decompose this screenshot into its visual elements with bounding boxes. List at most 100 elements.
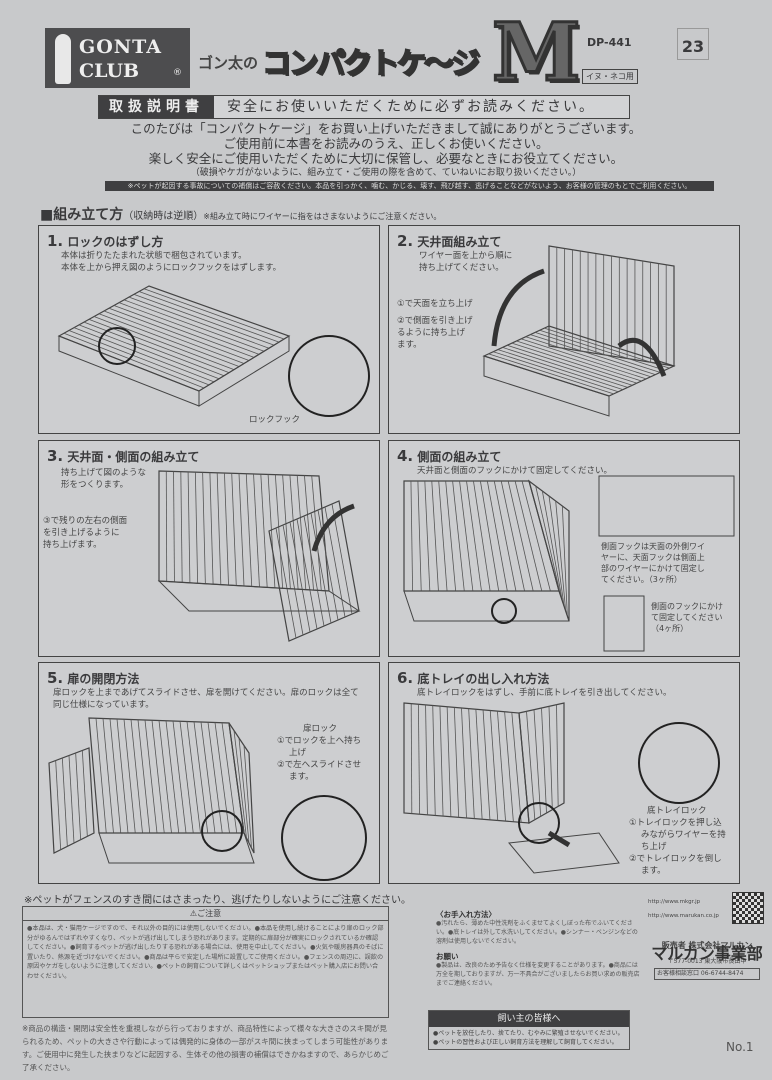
wire-bar — [73, 327, 215, 383]
company-brand: マルカン事業部 — [651, 944, 763, 963]
intro-text: このたびは「コンパクトケージ」をお買い上げいただきまして誠にありがとうございます… — [0, 121, 772, 181]
highlight-circle — [201, 810, 243, 852]
wire-bar — [274, 474, 284, 589]
wire-bar — [275, 527, 297, 639]
wire-bar — [224, 473, 229, 586]
wire-bar — [521, 480, 551, 592]
detail-inset — [603, 595, 645, 652]
wire-bar — [289, 521, 311, 633]
step-desc: 本体は折りたたまれた状態で梱包されています。本体を上から押え図のようにロックフッ… — [61, 251, 282, 273]
intro-line: 楽しく安全にご使用いただくために大切に保管し、必要なときにお役立てください。 — [148, 151, 624, 166]
step-4-panel: 4. 側面の組み立て 天井面と側面のフックにかけて固定してください。 側面フック… — [388, 440, 740, 657]
wire-bar — [173, 471, 175, 582]
wire-bar — [209, 472, 214, 585]
wire-bar — [555, 500, 567, 612]
caution-body: ●本品は、犬・猫用ケージですので、それ以外の目的には使用しないでください。●本品… — [27, 925, 384, 980]
wire-bar — [78, 324, 220, 380]
wire-bar — [493, 480, 517, 592]
wire-bar — [493, 351, 619, 393]
wire-bar — [516, 340, 642, 382]
assembly-heading-note: ※組み立て時にワイヤーに指をはさまないようにご注意ください。 — [203, 212, 442, 221]
wire-bar — [233, 730, 247, 839]
wire-bar — [95, 718, 107, 834]
arrow-icon — [491, 268, 545, 347]
wire-bar — [214, 722, 230, 834]
wire-bar — [507, 344, 633, 386]
intro-line: ご使用前に本書をお読みのうえ、正しくお使いください。 — [223, 136, 549, 151]
qr-code-icon — [732, 892, 764, 924]
wire-bar — [304, 475, 314, 591]
website-link-2[interactable]: http://www.marukan.co.jp — [648, 913, 719, 919]
step-title: 4. 側面の組み立て — [397, 447, 502, 465]
step-title: 2. 天井面組み立て — [397, 232, 502, 250]
request-title: お願い — [436, 952, 459, 961]
cage-base — [403, 590, 570, 622]
step-2-panel: 2. 天井面組み立て ワイヤー面を上から順に持ち上げてください。 ①で天面を立ち… — [388, 225, 740, 434]
wire-bar — [108, 307, 250, 361]
wire-bar — [231, 473, 237, 586]
warning-strip: ※ペットが起因する事故についての補償はご容赦ください。本品を引っかく、噛む、かじ… — [105, 181, 714, 191]
registered-mark: ® — [173, 68, 182, 78]
wire-bar — [452, 480, 465, 592]
wire-bar — [438, 480, 448, 592]
code-number-box: 23 — [677, 28, 709, 60]
wire-bar — [113, 305, 255, 358]
wire-bar — [446, 706, 452, 817]
wire-bar — [93, 316, 235, 370]
wire-bar — [410, 480, 414, 592]
intro-note: （破損やケガがないように、組み立て・ご使用の際を含めて、ていねいにお取り扱いくだ… — [190, 168, 582, 178]
product-size: M — [491, 5, 583, 99]
request-body: ●製品は、改良のため予告なく仕様を変更することがあります。●商品には万全を期して… — [436, 962, 640, 987]
wire-bar — [144, 719, 158, 834]
wire-bar — [109, 718, 122, 834]
cage-base — [198, 335, 290, 407]
wire-bar — [289, 475, 299, 590]
wire-bar — [55, 760, 62, 850]
owner-notice-title: 飼い主の皆様へ — [429, 1011, 629, 1027]
manual-banner-text: 安全にお使いいただくために必ずお読みください。 — [227, 99, 595, 115]
assembly-heading-sub: （収納時は逆順） — [123, 211, 204, 222]
manual-label: 取扱説明書 — [99, 96, 214, 118]
wire-bar — [489, 710, 499, 821]
cage-sides-illustration — [157, 470, 361, 642]
wire-bar — [417, 480, 422, 592]
logo-text-line1: GONTA — [79, 36, 162, 58]
wire-bar — [466, 480, 482, 592]
step-notes: ③で残りの左右の側面を引き上げるように持ち上げます。 — [43, 516, 128, 550]
cage-door-open — [48, 747, 95, 854]
maintenance-section: 〈お手入れ方法〉 ●汚れたら、薄めた中性洗剤をふくませてよくしぼった布でふいてく… — [436, 910, 640, 988]
wire-bar — [207, 722, 223, 834]
cage-base — [157, 580, 361, 612]
bottom-tray — [508, 832, 620, 874]
highlight-circle — [491, 598, 517, 624]
wire-bar — [534, 332, 661, 373]
wire-bar — [507, 480, 534, 592]
step-desc: 扉ロックを上まであげてスライドさせ、扉を開けてください。扉のロックは全て同じ仕様… — [53, 688, 359, 710]
wire-bar — [143, 288, 285, 340]
maintenance-body: ●汚れたら、薄めた中性洗剤をふくませてよくしぼった布でふいてください。●底トレイ… — [436, 920, 638, 945]
wire-bar — [61, 757, 68, 847]
wire-bar — [541, 490, 563, 602]
highlight-circle — [518, 802, 560, 844]
lock-hook-callout: ロックフック — [249, 415, 301, 425]
wire-bar — [311, 475, 322, 591]
wire-bar — [486, 480, 508, 592]
wire-bar — [544, 327, 670, 369]
cage-base — [483, 355, 610, 417]
step-title: 6. 底トレイの出し入れ方法 — [397, 669, 550, 687]
website-link[interactable]: http://www.mkgr.jp — [648, 899, 701, 905]
wire-bar — [296, 518, 318, 630]
wire-bar — [151, 720, 165, 834]
wire-bar — [468, 708, 475, 819]
page-number: No.1 — [726, 1040, 754, 1054]
step-5-panel: 5. 扉の開閉方法 扉ロックを上まであげてスライドさせ、扉を開けてください。扉の… — [38, 662, 380, 884]
wire-bar — [526, 711, 536, 820]
wire-bar — [417, 704, 421, 815]
wire-bar — [260, 474, 268, 588]
wire-bar — [424, 480, 431, 592]
wire-bar — [432, 705, 436, 816]
highlight-circle — [281, 795, 367, 881]
wire-bar — [243, 745, 252, 849]
wire-bar — [541, 707, 547, 814]
